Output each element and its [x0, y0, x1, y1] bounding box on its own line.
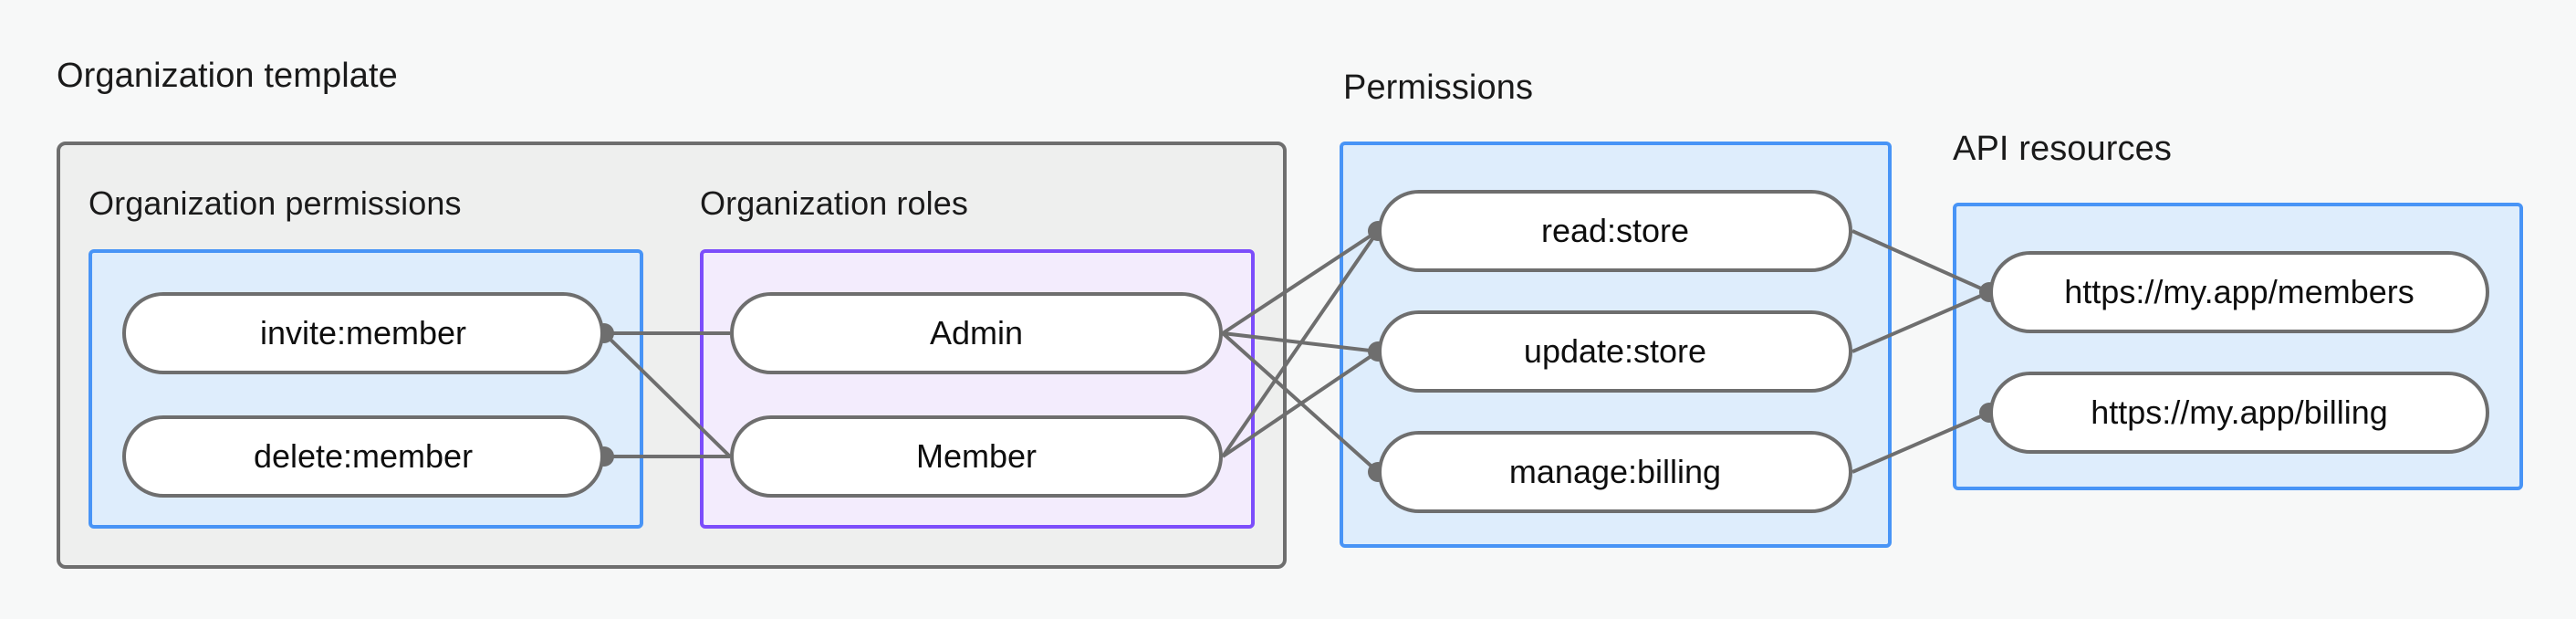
- node-label: Member: [915, 437, 1038, 475]
- node-label: Admin: [929, 314, 1024, 351]
- group-title-organization-permissions: Organization permissions: [89, 184, 462, 222]
- node-label: update:store: [1523, 332, 1707, 370]
- group-title-permissions: Permissions: [1343, 68, 1534, 107]
- node-delete-member[interactable]: delete:member: [122, 415, 604, 498]
- node-invite-member[interactable]: invite:member: [122, 292, 604, 374]
- node-label: delete:member: [253, 437, 474, 475]
- node-admin[interactable]: Admin: [730, 292, 1223, 374]
- node-label: https://my.app/billing: [2091, 393, 2388, 431]
- node-read-store[interactable]: read:store: [1378, 190, 1852, 272]
- node-label: invite:member: [259, 314, 467, 351]
- node-member[interactable]: Member: [730, 415, 1223, 498]
- node-members-url[interactable]: https://my.app/members: [1989, 251, 2489, 333]
- group-title-organization-template: Organization template: [57, 57, 398, 95]
- node-billing-url[interactable]: https://my.app/billing: [1989, 372, 2489, 454]
- group-title-api-resources: API resources: [1953, 130, 2172, 168]
- node-label: https://my.app/members: [2064, 273, 2414, 310]
- node-label: read:store: [1540, 212, 1690, 249]
- node-manage-billing[interactable]: manage:billing: [1378, 431, 1852, 513]
- node-label: manage:billing: [1508, 453, 1722, 490]
- group-title-organization-roles: Organization roles: [700, 184, 968, 222]
- node-update-store[interactable]: update:store: [1378, 310, 1852, 393]
